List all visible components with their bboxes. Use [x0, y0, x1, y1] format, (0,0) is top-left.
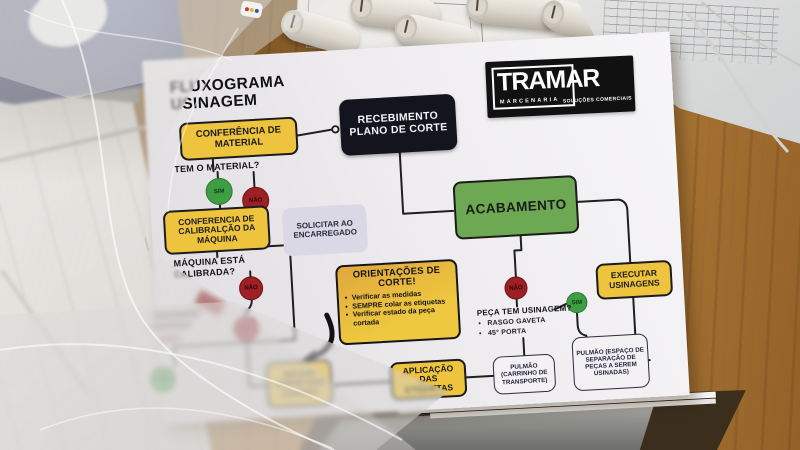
emblem-dot-red: [244, 6, 249, 11]
node-iniciar-corte: INICIAR CORTE DAS CHAPAS: [265, 358, 334, 409]
curved-arrow-icon: [310, 312, 335, 360]
node-conferencia-material: CONFERÊNCIA DE MATERIAL: [178, 116, 299, 162]
logo-wordmark: TRAMAR: [496, 63, 600, 97]
node-aplicacao-etiquetas: APLICAÇÃO DAS ETIQUETAS: [389, 358, 468, 401]
node-pulmao-carrinho: PULMÃO (CARRINHO DE TRANSPORTE): [492, 353, 557, 395]
node-acabamento: ACABAMENTO: [452, 174, 580, 240]
node-pulmao-espaco: PULMÃO (ESPAÇO DE SEPARAÇÃO DE PEÇAS A S…: [571, 333, 651, 392]
callout-orientacoes-corte: ORIENTAÇÕES DE CORTE! Verificar as medid…: [334, 258, 462, 346]
emblem-dot-yellow: [249, 7, 254, 12]
node-solicitar-encarregado: SOLICITAR AO ENCARREGADO: [281, 203, 369, 257]
node-recebimento-plano-corte: RECEBIMENTO PLANO DE CORTE: [338, 93, 458, 157]
question-peca-usinagem-block: PEÇA TEM USINAGEM? RASGO GAVETA 45° PORT…: [477, 303, 589, 340]
node-executar-usinagens: EXECUTAR USINAGENS: [595, 259, 674, 300]
emblem-dot-blue: [254, 8, 259, 13]
callout-list: Verificar as medidas SEMPRE colar as eti…: [344, 288, 454, 329]
node-conferencia-calibracao: CONFERENCIA DE CALIBRALÇÃO DA MÁQUINA: [162, 205, 271, 256]
callout-item: Verificar estado da peça cortada: [345, 305, 454, 328]
tramar-logo: TRAMAR MARCENARIA SOLUÇÕES COMERCIAIS: [485, 55, 636, 119]
flowchart-poster: FLUXOGRAMA USINAGEM TRAMAR MARCENARIA SO…: [142, 31, 690, 425]
